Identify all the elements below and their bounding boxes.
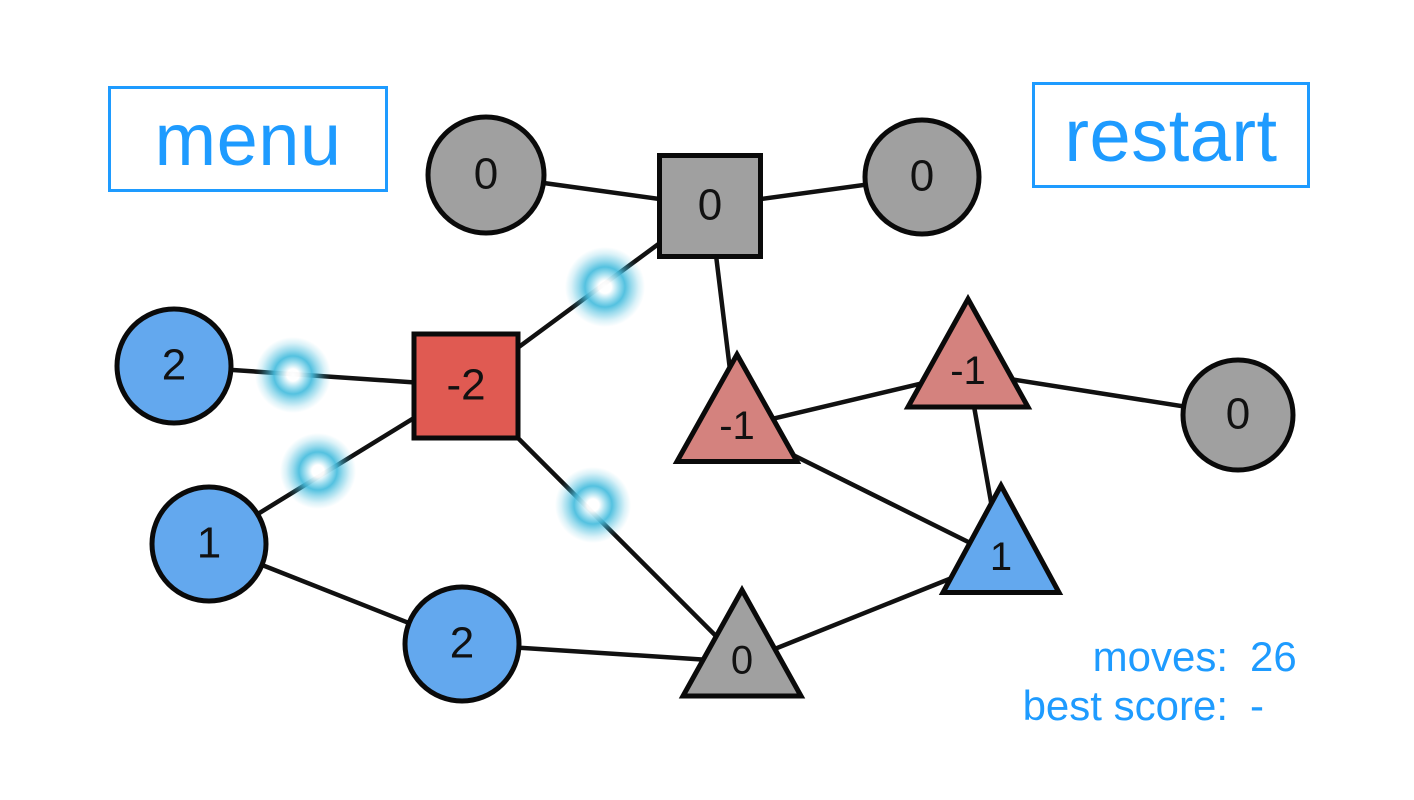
score-panel: moves: 26 best score: - bbox=[1023, 632, 1336, 730]
node-shape-circle[interactable] bbox=[1180, 357, 1296, 473]
graph-node-circle-grey[interactable]: 0 bbox=[425, 114, 547, 236]
graph-node-circle-blue[interactable]: 2 bbox=[402, 584, 522, 704]
node-shape-triangle[interactable] bbox=[672, 349, 802, 464]
moves-value: 26 bbox=[1250, 633, 1297, 680]
graph-node-square-red[interactable]: -2 bbox=[411, 331, 521, 441]
best-score-label: best score: bbox=[1022, 682, 1228, 729]
moves-row: moves: 26 bbox=[1023, 632, 1336, 681]
graph-glow-markers-layer bbox=[255, 247, 645, 543]
node-shape-triangle[interactable] bbox=[678, 584, 806, 699]
edge-glow-marker-icon[interactable] bbox=[555, 467, 631, 543]
graph-node-circle-blue[interactable]: 1 bbox=[149, 484, 269, 604]
node-shape-square[interactable] bbox=[657, 153, 763, 259]
graph-node-triangle-grey[interactable]: 0 bbox=[678, 584, 806, 699]
edge-glow-marker-icon[interactable] bbox=[280, 433, 356, 509]
moves-label: moves: bbox=[1092, 633, 1228, 680]
edge-glow-marker-icon[interactable] bbox=[565, 247, 645, 327]
graph-node-circle-blue[interactable]: 2 bbox=[114, 306, 234, 426]
node-shape-triangle[interactable] bbox=[903, 293, 1033, 410]
node-shape-triangle[interactable] bbox=[938, 480, 1064, 595]
menu-button[interactable]: menu bbox=[108, 86, 388, 192]
graph-node-square-grey[interactable]: 0 bbox=[657, 153, 763, 259]
node-shape-circle[interactable] bbox=[149, 484, 269, 604]
node-shape-circle[interactable] bbox=[425, 114, 547, 236]
best-score-value: - bbox=[1250, 682, 1264, 729]
node-shape-circle[interactable] bbox=[862, 117, 982, 237]
graph-node-circle-grey[interactable]: 0 bbox=[862, 117, 982, 237]
node-shape-circle[interactable] bbox=[402, 584, 522, 704]
best-score-row: best score: - bbox=[1023, 681, 1336, 730]
graph-node-triangle-red[interactable]: -1 bbox=[672, 349, 802, 464]
graph-node-triangle-red[interactable]: -1 bbox=[903, 293, 1033, 410]
graph-node-circle-grey[interactable]: 0 bbox=[1180, 357, 1296, 473]
edge-glow-marker-icon[interactable] bbox=[255, 337, 331, 413]
node-shape-square[interactable] bbox=[411, 331, 521, 441]
restart-button[interactable]: restart bbox=[1032, 82, 1310, 188]
node-shape-circle[interactable] bbox=[114, 306, 234, 426]
